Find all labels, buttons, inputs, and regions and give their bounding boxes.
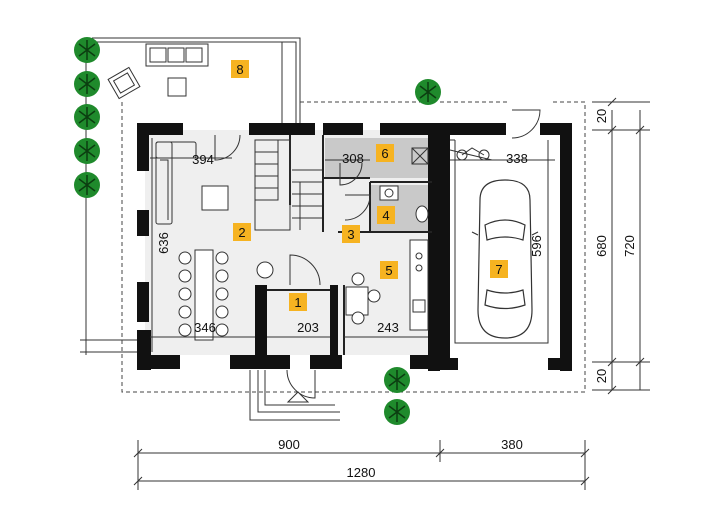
tree-icon xyxy=(74,37,100,63)
armchair-icon xyxy=(107,66,141,100)
room-label-8: 8 xyxy=(231,60,249,78)
doors xyxy=(214,109,541,399)
dim-bottom-garage: 380 xyxy=(501,437,523,452)
dim-bottom-house: 900 xyxy=(278,437,300,452)
svg-text:4: 4 xyxy=(382,208,389,223)
tree-icon xyxy=(74,172,100,198)
interior-dimension-lines xyxy=(150,138,555,352)
dim-kitchen-width: 243 xyxy=(377,320,399,335)
svg-text:3: 3 xyxy=(347,227,354,242)
dim-right-inner: 680 xyxy=(594,235,609,257)
dim-hall-width: 203 xyxy=(297,320,319,335)
utility-fixture xyxy=(411,147,429,165)
car-icon xyxy=(471,179,539,339)
svg-text:1: 1 xyxy=(294,295,301,310)
sofa-icon xyxy=(145,43,209,67)
entrance-arrow-icon xyxy=(286,391,310,403)
walls xyxy=(137,123,572,371)
stairs xyxy=(254,139,322,231)
room-label-1: 1 xyxy=(289,293,307,311)
dim-bottom-total: 1280 xyxy=(347,465,376,480)
room-label-3: 3 xyxy=(342,225,360,243)
svg-text:8: 8 xyxy=(236,62,243,77)
room-label-6: 6 xyxy=(376,144,394,162)
dim-utility-width: 308 xyxy=(342,151,364,166)
dimension-texts: 394 308 338 636 596 346 203 243 20 680 7… xyxy=(156,109,637,480)
dim-right-bottom: 20 xyxy=(594,369,609,383)
dim-garage-depth: 596 xyxy=(529,235,544,257)
entrance-lines xyxy=(249,370,340,421)
dim-living-depth: 636 xyxy=(156,232,171,254)
trees xyxy=(74,37,441,425)
tree-icon xyxy=(74,138,100,164)
svg-text:7: 7 xyxy=(495,262,502,277)
dim-dining-width: 346 xyxy=(194,320,216,335)
tree-icon xyxy=(415,79,441,105)
svg-text:2: 2 xyxy=(238,225,245,240)
room-label-5: 5 xyxy=(380,261,398,279)
room-labels: 1 2 3 4 5 6 7 8 xyxy=(231,60,508,311)
svg-text:5: 5 xyxy=(385,263,392,278)
dim-living-width: 394 xyxy=(192,152,214,167)
roof-outline xyxy=(121,101,586,393)
wc-fixtures xyxy=(379,185,429,223)
kitchen-furniture xyxy=(345,239,429,331)
dim-right-top: 20 xyxy=(594,109,609,123)
room-label-7: 7 xyxy=(490,260,508,278)
svg-text:6: 6 xyxy=(381,146,388,161)
tree-icon xyxy=(384,399,410,425)
plant-pot xyxy=(256,261,274,279)
terrace-table xyxy=(167,77,187,97)
dim-garage-width: 338 xyxy=(506,151,528,166)
room-label-4: 4 xyxy=(377,206,395,224)
right-dimension-lines xyxy=(592,97,650,395)
bottom-dimension-lines xyxy=(133,440,590,490)
room-label-2: 2 xyxy=(233,223,251,241)
coffee-table xyxy=(201,185,229,211)
tree-icon xyxy=(74,71,100,97)
tree-icon xyxy=(74,104,100,130)
dining-table xyxy=(178,249,229,341)
tree-icon xyxy=(384,367,410,393)
dim-right-outer: 720 xyxy=(622,235,637,257)
